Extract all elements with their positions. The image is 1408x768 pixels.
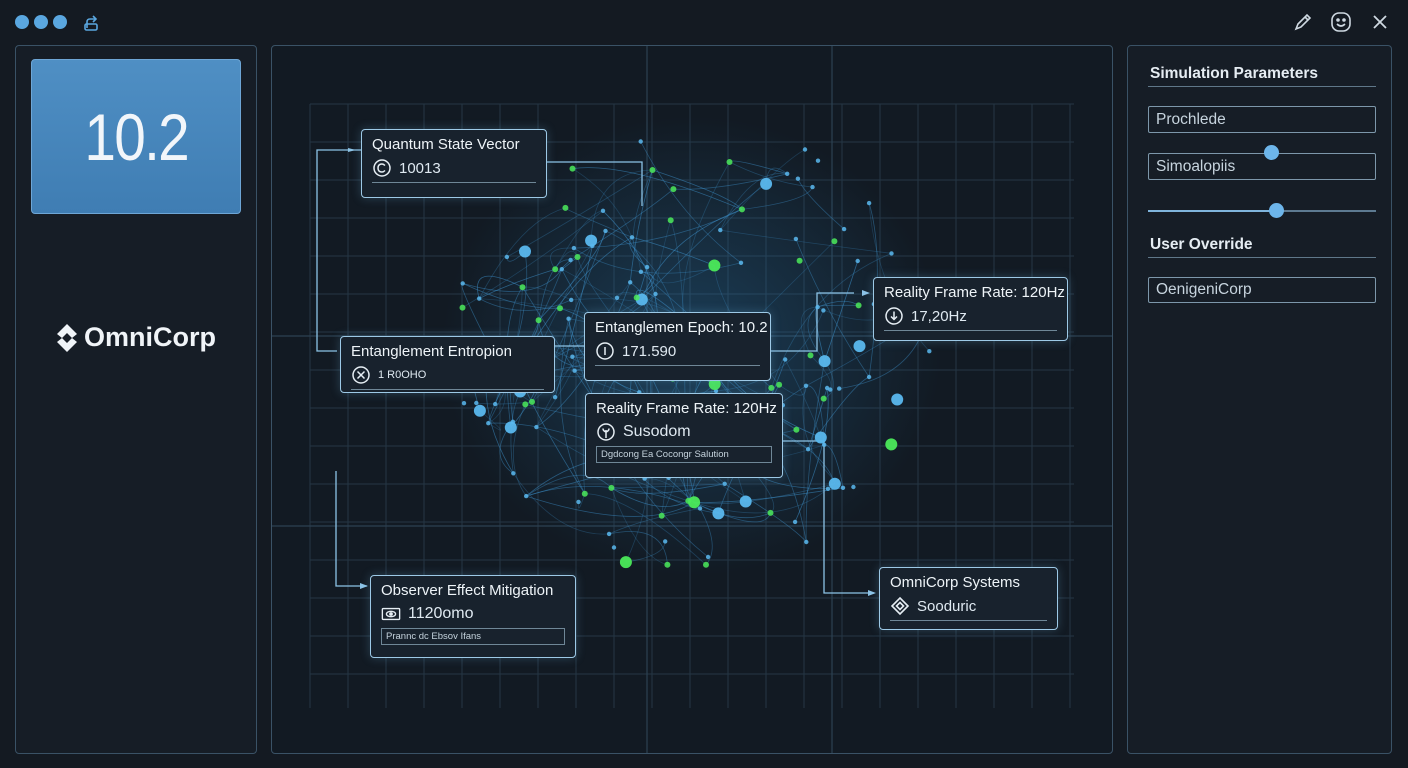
card-omnicorp-systems[interactable]: OmniCorp Systems Sooduric xyxy=(879,567,1058,630)
card-divider xyxy=(372,182,536,183)
download-circle-icon xyxy=(884,306,904,326)
diamond-icon xyxy=(890,596,910,616)
card-reality-frame-rate-top[interactable]: Reality Frame Rate: 120Hz 17,20Hz xyxy=(873,277,1068,341)
card-value: 1 R0OHO xyxy=(378,369,427,381)
card-quantum-state-vector[interactable]: Quantum State Vector 10013 xyxy=(361,129,547,198)
eye-box-icon xyxy=(381,604,401,624)
card-value: 1120omo xyxy=(408,605,474,622)
card-entanglement-epoch[interactable]: Entanglemen Epoch: 10.2 171.590 xyxy=(584,312,771,381)
card-value: Susodom xyxy=(623,423,691,440)
tree-circle-icon xyxy=(596,422,616,442)
card-connectors xyxy=(316,148,876,596)
parameter-field-2[interactable]: Simoalopiis xyxy=(1148,153,1376,180)
metric-tile[interactable]: 10.2 xyxy=(31,59,241,214)
card-title: Quantum State Vector xyxy=(372,136,520,153)
edit-icon[interactable] xyxy=(1292,11,1314,33)
card-reality-frame-rate-mid[interactable]: Reality Frame Rate: 120Hz Susodom Dgdcon… xyxy=(585,393,783,478)
card-value: Sooduric xyxy=(917,597,977,615)
window-dot-3[interactable] xyxy=(53,15,67,29)
parameter-field-1[interactable]: Prochlede xyxy=(1148,106,1376,133)
user-override-field[interactable]: OenigeniCorp xyxy=(1148,277,1376,303)
omnicorp-logo-icon xyxy=(57,323,77,352)
card-title: Reality Frame Rate: 120Hz xyxy=(884,284,1065,301)
card-observer-effect-mitigation[interactable]: Observer Effect Mitigation 1120omo Prann… xyxy=(370,575,576,658)
info-circle-icon xyxy=(595,341,615,361)
network-graph[interactable] xyxy=(272,46,1113,754)
simulation-parameters-heading: Simulation Parameters xyxy=(1150,65,1318,82)
card-value: 171.590 xyxy=(622,342,677,360)
window-dot-1[interactable] xyxy=(15,15,29,29)
x-circle-icon xyxy=(351,365,371,385)
card-value: 17,20Hz xyxy=(911,307,967,325)
card-title: Entanglemen Epoch: 10.2 xyxy=(595,319,768,336)
window-dot-2[interactable] xyxy=(34,15,48,29)
card-value: 10013 xyxy=(399,159,441,177)
network-visualization-panel: Quantum State Vector 10013 Entanglement … xyxy=(271,45,1113,754)
card-divider xyxy=(351,389,544,390)
share-icon[interactable] xyxy=(82,11,104,33)
brand-logo: OmniCorp xyxy=(56,322,216,353)
card-title: Entanglement Entropion xyxy=(351,343,512,360)
card-divider xyxy=(884,330,1057,331)
close-icon[interactable] xyxy=(1369,11,1391,33)
copyright-circle-icon xyxy=(372,158,392,178)
heading-divider xyxy=(1148,86,1376,87)
metric-value: 10.2 xyxy=(84,99,189,174)
brand-name: OmniCorp xyxy=(84,322,216,352)
parameter-slider-2-knob[interactable] xyxy=(1268,203,1284,218)
parameter-slider-2-fill xyxy=(1148,210,1276,212)
user-override-heading: User Override xyxy=(1150,236,1253,253)
card-title: OmniCorp Systems xyxy=(890,574,1021,591)
left-panel: 10.2 OmniCorp xyxy=(15,45,257,754)
card-subtext-box: Prannc dc Ebsov Ifans xyxy=(381,628,565,645)
parameter-slider-1-knob[interactable] xyxy=(1264,145,1280,160)
card-title: Reality Frame Rate: 120Hz xyxy=(596,400,777,417)
smiley-icon[interactable] xyxy=(1330,11,1352,33)
heading-divider xyxy=(1148,257,1376,258)
right-panel: Simulation Parameters Prochlede Simoalop… xyxy=(1127,45,1392,754)
card-divider xyxy=(890,620,1047,621)
network-nodes xyxy=(459,139,934,569)
card-title: Observer Effect Mitigation xyxy=(381,582,554,599)
card-divider xyxy=(595,365,760,366)
card-entanglement-entropion[interactable]: Entanglement Entropion 1 R0OHO xyxy=(340,336,555,393)
card-subtext-box: Dgdcong Ea Cocongr Salution xyxy=(596,446,772,463)
title-bar xyxy=(0,0,1408,44)
